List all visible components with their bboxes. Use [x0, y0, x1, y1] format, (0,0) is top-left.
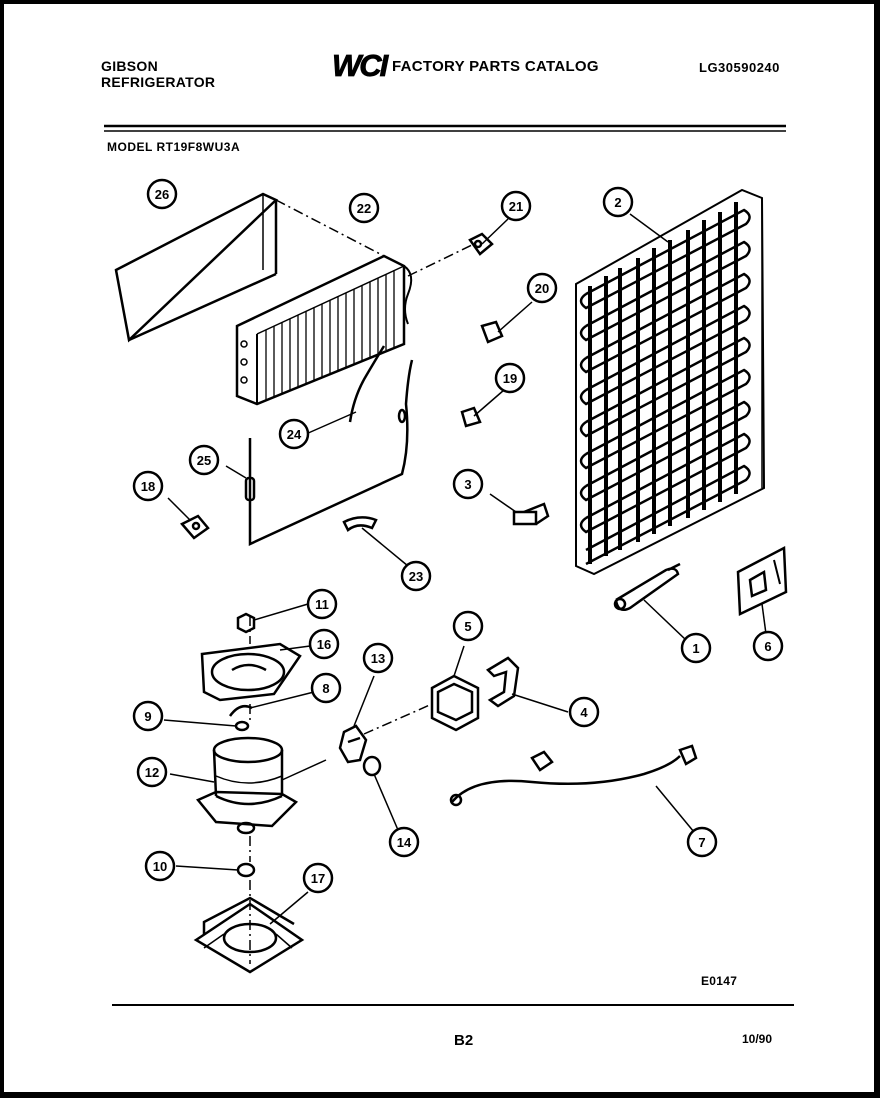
callout-4-label: 4	[580, 705, 588, 720]
callout-25-label: 25	[197, 453, 211, 468]
part-7-power-cord	[449, 744, 698, 833]
callout-10: 10	[144, 850, 176, 882]
callout-18: 18	[132, 470, 164, 502]
part-10-washer	[175, 862, 256, 878]
part-12-compressor	[169, 736, 327, 835]
callout-11: 11	[306, 588, 338, 620]
page-number: B2	[454, 1032, 474, 1049]
part-19-clip	[460, 389, 505, 428]
date-code: 10/90	[742, 1032, 773, 1046]
callout-14: 14	[388, 826, 420, 858]
catalog-number: LG30590240	[699, 60, 780, 75]
catalog-title: FACTORY PARTS CATALOG	[392, 58, 599, 75]
callout-9: 9	[132, 700, 164, 732]
part-24-drain-tube	[305, 345, 386, 435]
callout-8: 8	[310, 672, 342, 704]
wci-logo: WCI	[332, 48, 390, 82]
callout-6: 6	[752, 630, 784, 662]
part-2-condenser	[575, 188, 766, 576]
callout-3-label: 3	[464, 477, 471, 492]
wci-logo-text: WCI	[332, 48, 390, 82]
callout-21-label: 21	[509, 199, 523, 214]
callout-4: 4	[568, 696, 600, 728]
callout-5: 5	[452, 610, 484, 642]
callout-19: 19	[494, 362, 526, 394]
part-20-clip	[480, 301, 533, 344]
callout-23: 23	[400, 560, 432, 592]
callout-17-label: 17	[311, 871, 325, 886]
callout-7-label: 7	[698, 835, 705, 850]
callout-24: 24	[278, 418, 310, 450]
callout-1: 1	[680, 632, 712, 664]
model-number: MODEL RT19F8WU3A	[107, 140, 241, 154]
callout-26: 26	[146, 178, 178, 210]
callout-2-label: 2	[614, 195, 621, 210]
callout-16: 16	[308, 628, 340, 660]
part-14-cap	[362, 755, 399, 831]
callout-12-label: 12	[145, 765, 159, 780]
part-4-clip	[485, 656, 569, 713]
callout-3: 3	[452, 468, 484, 500]
part-6-bracket	[736, 545, 788, 635]
part-3-clip	[489, 493, 550, 526]
part-11-nut	[236, 603, 309, 634]
callout-10-label: 10	[153, 859, 167, 874]
callout-2: 2	[602, 186, 634, 218]
part-5-overload	[430, 645, 480, 732]
callout-14-label: 14	[397, 835, 412, 850]
callout-1-label: 1	[692, 641, 699, 656]
diagram-code: E0147	[701, 974, 738, 988]
catalog-page: 26 22 21 2 20 19 24 25 18 3 23 11 16 13 …	[4, 4, 874, 1092]
callout-19-label: 19	[503, 371, 517, 386]
part-18-clip	[167, 497, 210, 540]
callout-23-label: 23	[409, 569, 423, 584]
part-22-evaporator	[235, 254, 413, 406]
brand-name: GIBSON	[101, 58, 159, 74]
callout-25: 25	[188, 444, 220, 476]
callout-17: 17	[302, 862, 334, 894]
callout-21: 21	[500, 190, 532, 222]
callout-8-label: 8	[322, 681, 329, 696]
callout-26-label: 26	[155, 187, 169, 202]
brand-block: GIBSON REFRIGERATOR	[101, 58, 215, 90]
part-16-drain-tray	[200, 642, 311, 702]
part-13-relay	[338, 675, 375, 764]
part-17-base-plate	[193, 891, 309, 974]
callout-18-label: 18	[141, 479, 155, 494]
product-type: REFRIGERATOR	[101, 74, 216, 90]
callout-20: 20	[526, 272, 558, 304]
callout-9-label: 9	[144, 709, 151, 724]
part-9-grommet	[163, 719, 250, 732]
callout-13: 13	[362, 642, 394, 674]
part-8-wire	[228, 691, 315, 717]
callout-7: 7	[686, 826, 718, 858]
part-23-clip	[342, 516, 409, 567]
exploded-parts-diagram: 26 22 21 2 20 19 24 25 18 3 23 11 16 13 …	[104, 124, 794, 1006]
callout-16-label: 16	[317, 637, 331, 652]
callout-20-label: 20	[535, 281, 549, 296]
callout-5-label: 5	[464, 619, 471, 634]
callout-22: 22	[348, 192, 380, 224]
part-21-clip	[468, 218, 509, 256]
callout-13-label: 13	[371, 651, 385, 666]
callout-6-label: 6	[764, 639, 771, 654]
callout-24-label: 24	[287, 427, 302, 442]
callout-11-label: 11	[315, 597, 329, 612]
callout-22-label: 22	[357, 201, 371, 216]
callout-12: 12	[136, 756, 168, 788]
part-1-thermostat	[613, 562, 687, 641]
part-25-heater-wire	[225, 359, 414, 546]
